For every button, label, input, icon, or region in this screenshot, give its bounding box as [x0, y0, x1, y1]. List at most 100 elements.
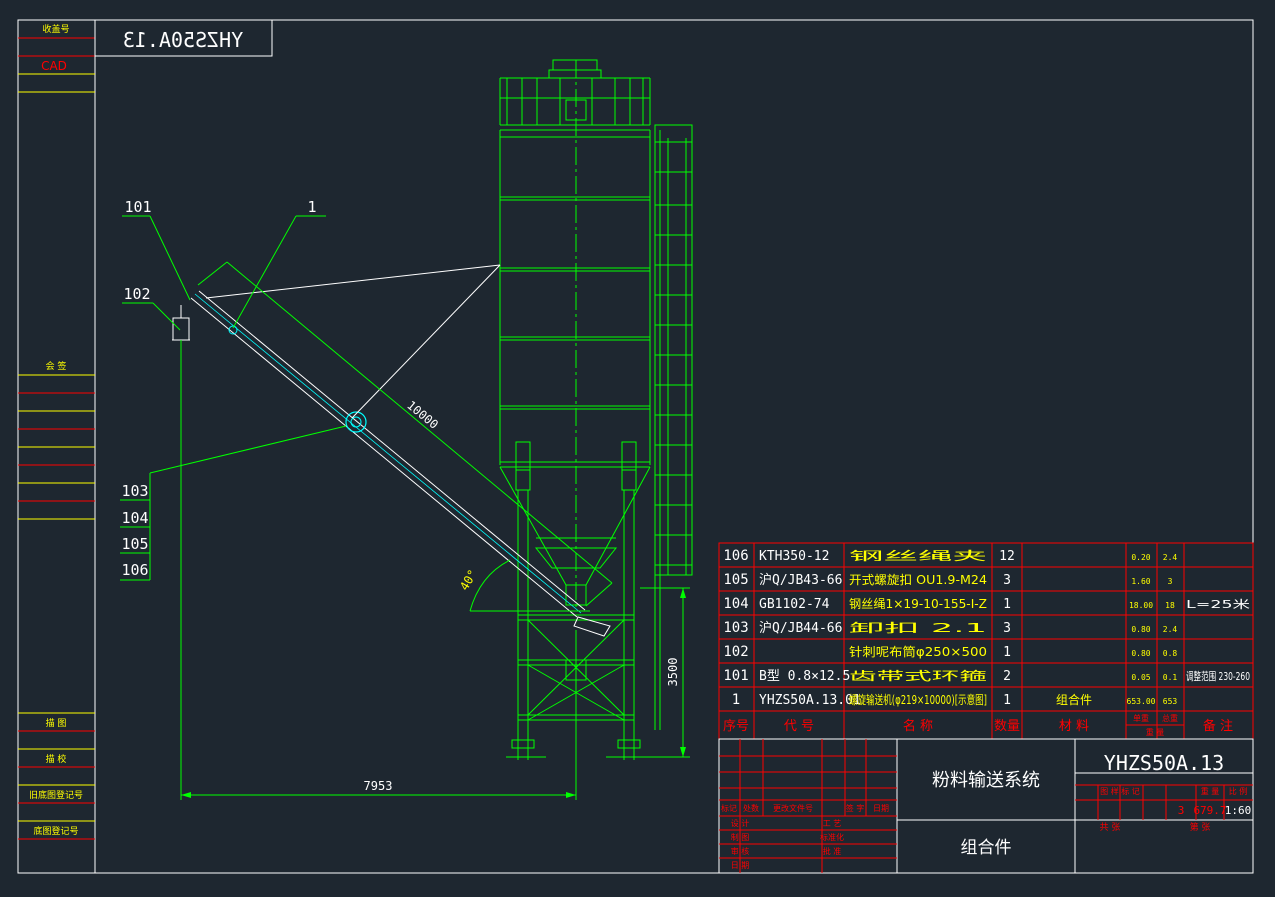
callout-labels: 101 1 102 103 104 105 106 [121, 198, 316, 579]
bom-cell-qty: 3 [1003, 621, 1011, 636]
callout-101: 101 [124, 198, 151, 216]
bom-cell-no: 105 [723, 572, 748, 588]
bom-cell-material: 组合件 [1056, 692, 1092, 707]
bom-cell-name: 开式螺旋扣 OU1.9-M24 [849, 573, 987, 587]
bom-cell-name: 钢丝绳1×19-10-155-Ⅰ-Z [849, 597, 987, 611]
sig-process: 工 艺 [823, 819, 842, 828]
bom-cell-name: 齿带式环箍 [849, 668, 987, 683]
bom-cell-qty: 1 [1003, 645, 1011, 660]
bom-header-material: 材 料 [1059, 719, 1089, 734]
bom-header: 序号 代 号 名 称 数量 材 料 单重 总重 重 量 备 注 [723, 713, 1233, 737]
drawing-material: 组合件 [961, 838, 1012, 858]
bom-cell-total: 0.8 [1163, 649, 1178, 658]
strip-label-old-reg: 旧底图登记号 [29, 789, 83, 801]
rev-header-sign: 签 字 [846, 803, 865, 813]
bom-cell-total: 3 [1168, 577, 1173, 586]
wire-rope-upper [205, 264, 501, 299]
bom-cell-code: KTH350-12 [759, 549, 829, 564]
bom-cell-qty: 1 [1003, 597, 1011, 612]
drawing-number: YHZS50A.13 [1104, 751, 1224, 775]
bom-cell-total: 653 [1163, 697, 1178, 706]
bom-cell-total: 0.1 [1163, 673, 1178, 682]
bom-cell-unit: 0.80 [1131, 649, 1150, 658]
weight-value: 679.7 [1193, 804, 1226, 817]
callout-1: 1 [307, 198, 316, 216]
strip-label-trace: 描 图 [46, 717, 67, 729]
bom-cell-no: 102 [723, 644, 748, 660]
bom-cell-code: 沪Q/JB43-66 [759, 572, 842, 588]
title-block: 标记 处数 更改文件号 签 字 日期 设 计 制 图 审 核 日 期 工 艺 标… [718, 738, 1254, 874]
code-stamp-text: YHZS50A.13 [123, 28, 243, 52]
bom-cell-no: 104 [723, 596, 748, 612]
discharge-head [172, 317, 190, 341]
bom-cell-remark: 调整范围 230-260 [1186, 669, 1250, 683]
bom-header-weight: 重 量 [1146, 727, 1165, 737]
rev-header-mark: 标记 [721, 803, 737, 813]
bom-header-unit: 单重 [1133, 713, 1149, 723]
dim-angle-40: 40° [457, 567, 480, 593]
dimension-arrows [181, 588, 686, 798]
sig-date: 日 期 [731, 861, 750, 870]
bom-cell-unit: 0.20 [1131, 553, 1150, 562]
callout-105: 105 [121, 535, 148, 553]
bom-cell-unit: 0.80 [1131, 625, 1150, 634]
code-stamp: YHZS50A.13 [94, 19, 273, 57]
drawing-title: 粉料输送系统 [932, 770, 1040, 791]
bom-cell-name: 螺旋输送机(φ219×10000)[示意图] [849, 692, 987, 707]
sig-draw: 制 图 [731, 832, 750, 842]
callout-103: 103 [121, 482, 148, 500]
bom-header-qty: 数量 [994, 719, 1020, 734]
sheet-total: 共 张 [1100, 822, 1121, 833]
callout-106: 106 [121, 561, 148, 579]
bom-header-name: 名 称 [903, 718, 933, 734]
rev-header-count: 处数 [743, 803, 759, 813]
sig-review: 审 核 [731, 846, 750, 856]
bom-cell-name: 针刺呢布筒φ250×500 [849, 644, 987, 659]
bom-cell-qty: 2 [1003, 669, 1011, 684]
bom-cell-no: 106 [723, 548, 748, 564]
bom-cell-name: 钢丝绳夹 [849, 549, 987, 563]
quantity-value: 3 [1178, 804, 1185, 817]
strip-label-receipt: 收盖号 [42, 23, 69, 35]
silo-structure [499, 59, 693, 760]
left-strip: 收盖号 CAD 会 签 描 图 描 校 旧底图登记号 底图登记号 [18, 23, 95, 840]
strip-label-check: 描 校 [46, 753, 67, 765]
strip-label-reg: 底图登记号 [33, 825, 78, 837]
sig-approve: 批 准 [823, 846, 842, 856]
bom-cell-remark: L=25米 [1186, 598, 1250, 611]
conveyor-support-ring [345, 411, 367, 433]
scale-value: 1:60 [1225, 804, 1252, 817]
bom-cell-code: YHZS50A.13.01 [759, 693, 861, 708]
stage-mark-label: 图 样 标 记 [1100, 786, 1140, 796]
dimension-lines [120, 215, 690, 800]
bom-cell-qty: 1 [1003, 693, 1011, 708]
bom-header-remark: 备 注 [1203, 718, 1233, 734]
wire-rope-lower [351, 264, 501, 419]
bom-cell-total: 2.4 [1163, 625, 1178, 634]
callout-102: 102 [123, 285, 150, 303]
weight-label: 重 量 [1201, 786, 1220, 796]
bom-cell-total: 18 [1165, 601, 1175, 610]
bom-cell-unit: 18.00 [1129, 601, 1153, 610]
bom-cell-name: 卸扣 2.1 [849, 620, 987, 635]
bom-cell-unit: 1.60 [1131, 577, 1150, 586]
bom-cell-no: 103 [723, 620, 748, 636]
rev-header-date: 日期 [873, 804, 889, 813]
bom-cell-total: 2.4 [1163, 553, 1178, 562]
sig-design: 设 计 [731, 818, 750, 828]
bom-header-total: 总重 [1162, 713, 1178, 723]
sig-standard: 标准化 [820, 832, 844, 842]
screw-conveyor [172, 264, 611, 637]
callout-104: 104 [121, 509, 148, 527]
bom-cell-unit: 0.05 [1131, 673, 1150, 682]
bom-header-code: 代 号 [784, 719, 814, 734]
bom-cell-code: B型 0.8×12.5 [759, 669, 850, 684]
bom-cell-no: 101 [723, 668, 748, 684]
strip-label-cad: CAD [41, 59, 67, 73]
bom-cell-code: GB1102-74 [759, 597, 830, 612]
bom-cell-unit: 653.00 [1127, 697, 1156, 706]
bom-cell-qty: 12 [999, 549, 1015, 564]
dim-height-3500: 3500 [666, 658, 680, 687]
